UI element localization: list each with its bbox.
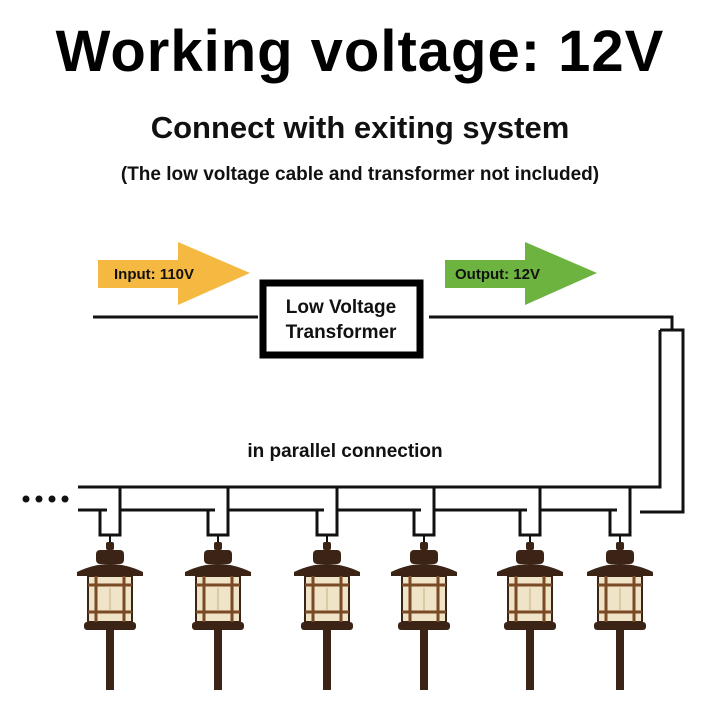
lamp-base xyxy=(594,622,646,630)
input-arrow: Input: 110V xyxy=(98,242,250,305)
lamp-cap xyxy=(96,550,124,564)
lamp-base xyxy=(398,622,450,630)
output-arrow-label: Output: 12V xyxy=(455,266,540,283)
parallel-connection-label: in parallel connection xyxy=(247,441,442,462)
feed-wire-return xyxy=(640,328,685,514)
lamp-stake xyxy=(214,630,222,690)
dot xyxy=(35,495,43,503)
lamp-row xyxy=(77,487,653,690)
lamp-stake xyxy=(616,630,624,690)
lamp-cap xyxy=(606,550,634,564)
subtitle: Connect with exiting system xyxy=(150,110,570,145)
lamp-base xyxy=(84,622,136,630)
lamp-roof xyxy=(497,564,563,576)
lamp xyxy=(587,487,653,690)
lamp-finial xyxy=(214,542,222,550)
feed-wire-main xyxy=(78,330,662,489)
lamp-roof xyxy=(587,564,653,576)
lamp-roof xyxy=(294,564,360,576)
lamp-finial xyxy=(323,542,331,550)
dot xyxy=(61,495,69,503)
lamp-cap xyxy=(516,550,544,564)
transformer-frame xyxy=(259,279,424,359)
transformer-label-line2: Transformer xyxy=(286,322,397,343)
lamp-finial xyxy=(420,542,428,550)
transformer-box: Low Voltage Transformer xyxy=(259,279,424,359)
output-arrow: Output: 12V xyxy=(445,242,597,305)
output-wire xyxy=(429,315,674,330)
lamp-stake xyxy=(323,630,331,690)
lamp-cap xyxy=(410,550,438,564)
lamp-base xyxy=(504,622,556,630)
lamp xyxy=(497,487,563,690)
lamp-stake xyxy=(526,630,534,690)
output-arrow-shape xyxy=(445,242,597,305)
lamp-roof xyxy=(77,564,143,576)
lamp-roof xyxy=(391,564,457,576)
dot xyxy=(48,495,56,503)
lamp xyxy=(294,487,360,690)
disclaimer-note: (The low voltage cable and transformer n… xyxy=(120,164,600,185)
lamp-base xyxy=(192,622,244,630)
continuation-dots xyxy=(22,495,69,503)
lamp-finial xyxy=(106,542,114,550)
lamp-finial xyxy=(526,542,534,550)
lamp xyxy=(185,487,251,690)
lamp-stake xyxy=(106,630,114,690)
main-title: Working voltage: 12V xyxy=(55,19,665,84)
transformer-label-line1: Low Voltage xyxy=(286,297,396,318)
dot xyxy=(22,495,30,503)
input-arrow-label: Input: 110V xyxy=(114,266,194,283)
input-arrow-shape xyxy=(98,242,250,305)
lamp-cap xyxy=(204,550,232,564)
lamp-base xyxy=(301,622,353,630)
lamp-cap xyxy=(313,550,341,564)
lamp-stake xyxy=(420,630,428,690)
lamp-finial xyxy=(616,542,624,550)
lamp-roof xyxy=(185,564,251,576)
lamp xyxy=(77,487,143,690)
lamp xyxy=(391,487,457,690)
